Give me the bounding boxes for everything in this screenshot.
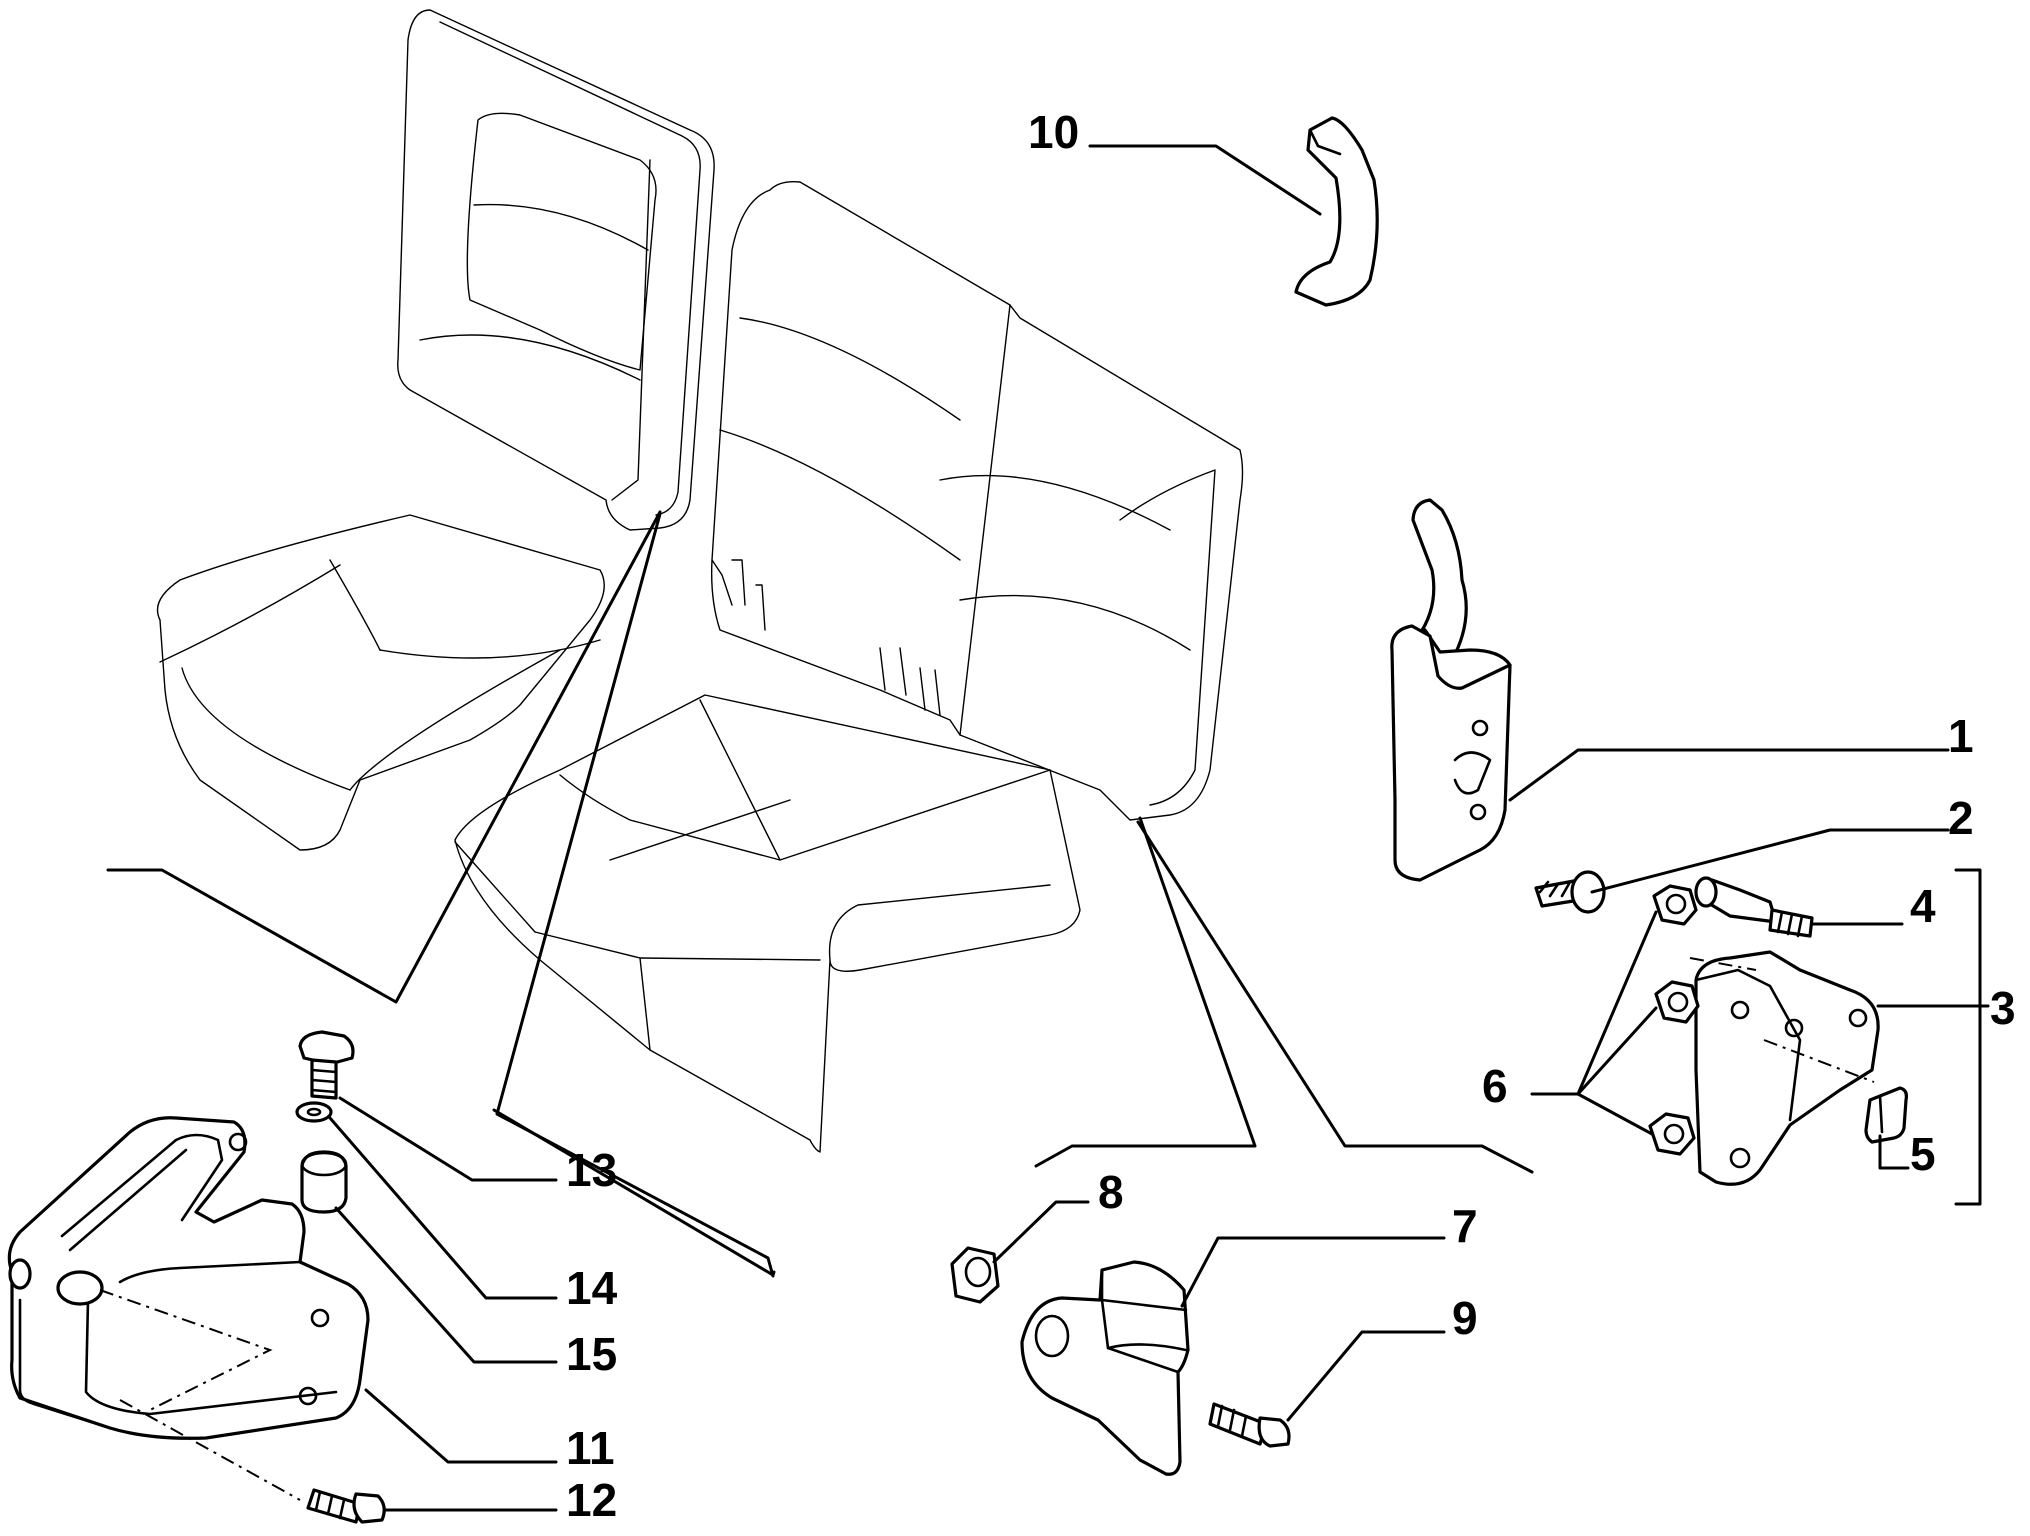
leader-11: [364, 1388, 558, 1464]
callout-1: 1: [1948, 710, 1974, 762]
leader-6a: [1530, 910, 1658, 1096]
leader-5: [1878, 1134, 1910, 1170]
part-12-bolt: [306, 1488, 386, 1524]
leader-6c: [1576, 1092, 1654, 1136]
callout-7: 7: [1452, 1200, 1478, 1252]
callout-6: 6: [1482, 1060, 1508, 1112]
leader-7: [1180, 1236, 1446, 1308]
leader-2: [1590, 828, 1950, 894]
callout-2: 2: [1948, 792, 1974, 844]
part-2-bolt: [1534, 870, 1606, 914]
leader-10: [1088, 144, 1322, 216]
leader-6b: [1576, 1006, 1658, 1096]
part-8-nut: [950, 1246, 1000, 1304]
callout-10: 10: [1028, 106, 1079, 158]
part-5-spacer: [1864, 1086, 1908, 1144]
leader-13: [338, 1096, 558, 1182]
leader-9: [1286, 1330, 1446, 1422]
part-15-bushing: [300, 1150, 348, 1214]
part-4-stud: [1694, 876, 1814, 938]
part-9-bolt: [1208, 1402, 1291, 1448]
leader-lines: [328, 144, 1990, 1512]
assembly-lines: [106, 510, 1534, 1278]
callout-9: 9: [1452, 1292, 1478, 1344]
callout-11: 11: [566, 1422, 615, 1474]
leader-1: [1508, 748, 1950, 802]
callout-13: 13: [566, 1144, 617, 1196]
rear-bench-backrest: [711, 180, 1244, 821]
callout-12: 12: [566, 1474, 617, 1526]
leader-14: [328, 1116, 558, 1300]
leader-8: [992, 1200, 1090, 1264]
part-6-nuts: [1648, 884, 1700, 1156]
part-11-hinge: [7, 1116, 370, 1501]
callout-8: 8: [1098, 1166, 1124, 1218]
callout-labels: 10 1 2 4 3 6 5 8 7 9 13 14 15 11 12: [566, 106, 2016, 1526]
callout-15: 15: [566, 1328, 617, 1380]
callout-4: 4: [1910, 880, 1936, 932]
bracket-3: [1954, 868, 1982, 1206]
callout-5: 5: [1910, 1128, 1936, 1180]
part-13-bolt: [298, 1030, 355, 1100]
part-14-washer: [295, 1101, 333, 1123]
part-10-strap: [1294, 116, 1379, 307]
part-7-bracket: [1020, 1260, 1190, 1476]
left-seat-cushion: [156, 514, 605, 851]
leader-15: [334, 1206, 558, 1364]
callout-14: 14: [566, 1262, 618, 1314]
callout-3: 3: [1990, 982, 2016, 1034]
rear-bench-cushion: [454, 694, 1081, 1153]
part-1-latch: [1390, 498, 1512, 882]
left-seat-backrest: [397, 9, 715, 531]
part-3-striker-plate: [1689, 950, 1880, 1186]
